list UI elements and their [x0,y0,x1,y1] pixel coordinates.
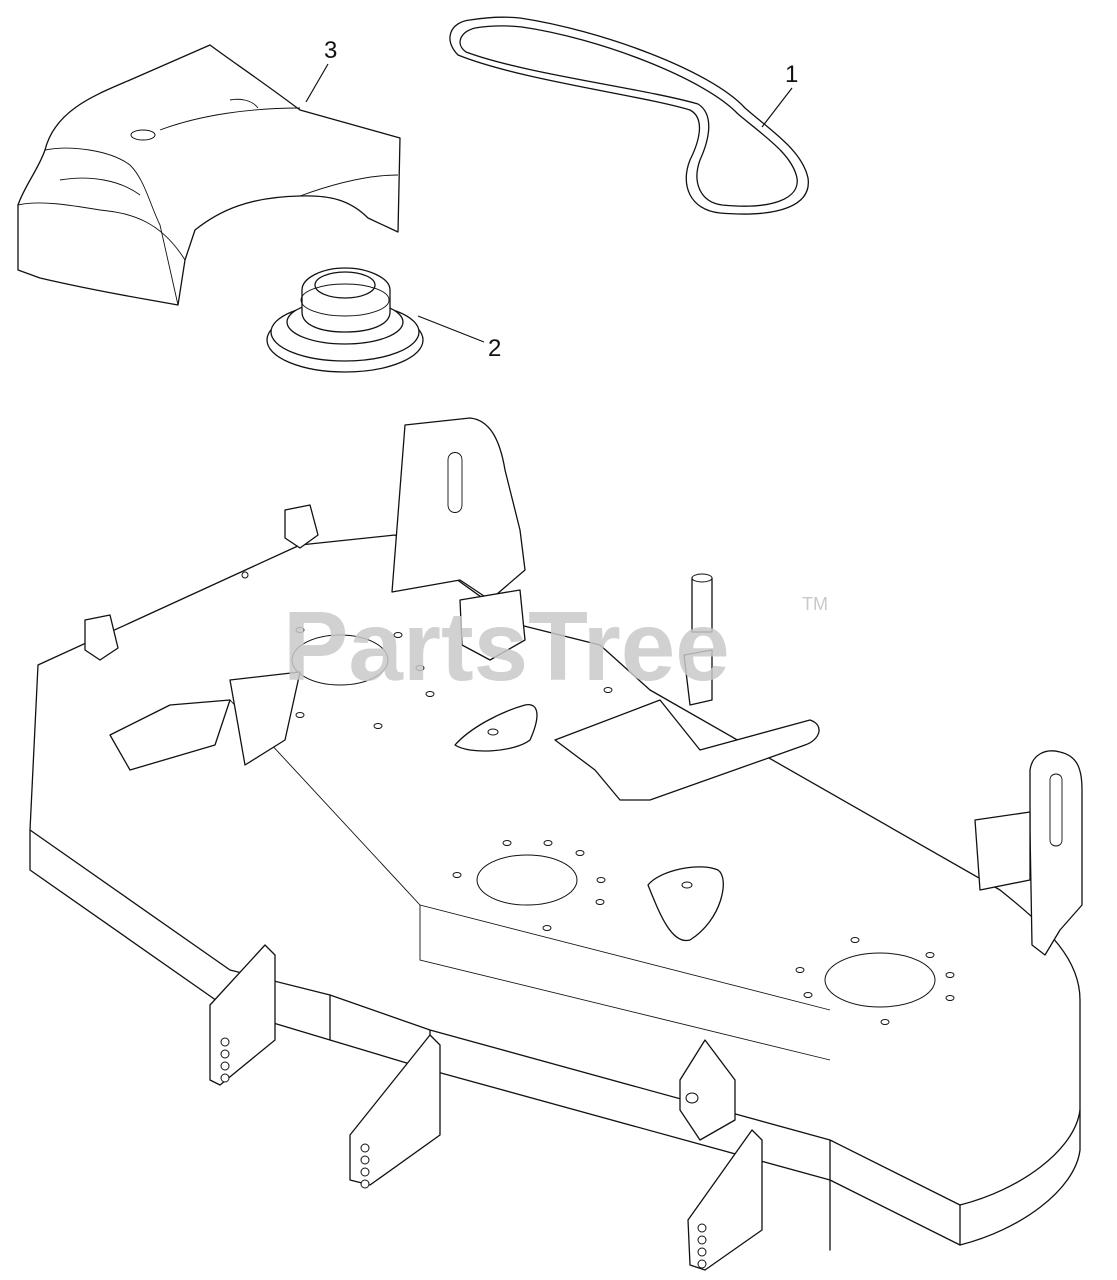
callout-2-leader [417,315,485,343]
callout-3-leader [305,63,329,103]
rear-bracket-left [391,417,526,601]
bolt-holes [241,571,955,1025]
pulley-part [266,267,424,373]
side-bracket-left [229,671,301,766]
rear-bracket-right [1029,750,1083,956]
callout-2: 2 [488,335,501,362]
belt-part [449,16,809,215]
callout-1-leader [761,87,793,128]
belt-cover-part [17,44,401,306]
callout-1: 1 [785,61,798,88]
watermark-trademark: TM [802,594,828,614]
hinge-tab-2 [84,614,119,661]
callout-3: 3 [324,37,337,64]
spindle-plate-right [647,866,724,942]
hinge-tab-1 [284,504,319,549]
front-brackets [209,944,763,1271]
mower-deck [29,417,1083,1271]
idler-arm [554,699,820,801]
watermark-text: PartsTree [283,591,730,701]
spindle-plate-left [454,704,538,752]
